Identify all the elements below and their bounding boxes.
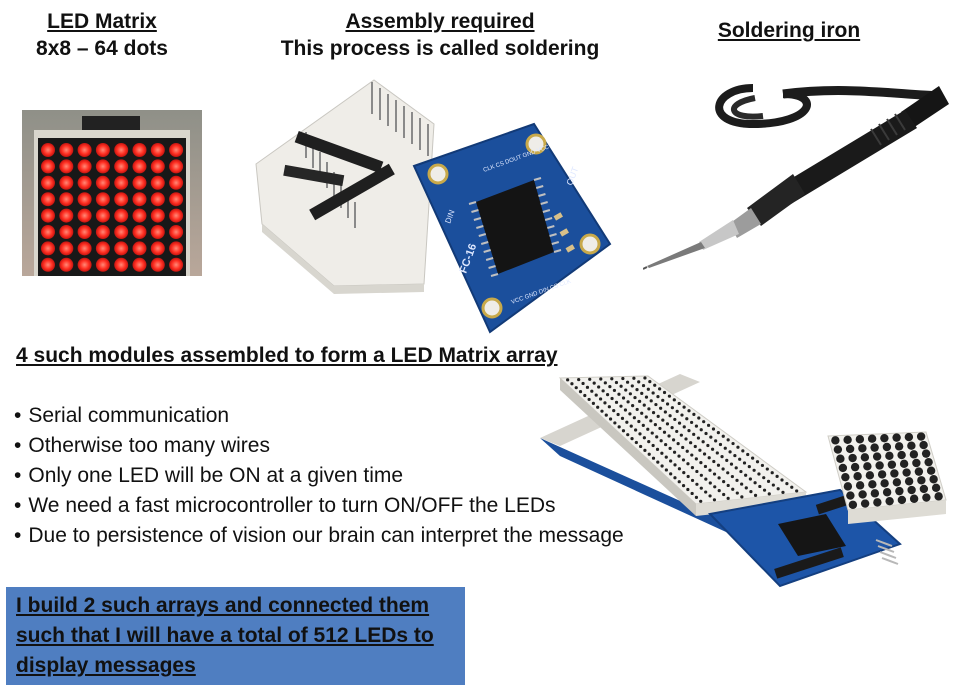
assembly-title: Assembly required — [345, 10, 535, 33]
led-matrix-title-block: LED Matrix 8x8 – 64 dots — [16, 8, 188, 62]
bullet-serial-communication: Serial communication — [14, 401, 704, 431]
soldering-iron-photo — [643, 84, 953, 274]
module-array-heading: 4 such modules assembled to form a LED M… — [16, 344, 558, 367]
led-matrix-photo — [22, 110, 202, 276]
bullet-one-led-on: Only one LED will be ON at a given time — [14, 461, 704, 491]
led-matrix-subtitle: 8x8 – 64 dots — [36, 37, 168, 60]
led-matrix-title: LED Matrix — [47, 10, 157, 33]
bullet-too-many-wires: Otherwise too many wires — [14, 431, 704, 461]
assembly-subtitle: This process is called soldering — [280, 37, 600, 60]
assembly-photo: FC-16 DIN OUT CLK CS DOUT GND VCC VCC GN… — [254, 74, 622, 336]
bullet-fast-microcontroller: We need a fast microcontroller to turn O… — [14, 491, 704, 521]
assembly-title-block: Assembly required This process is called… — [262, 8, 618, 62]
led-array-photo — [530, 374, 950, 600]
callout-line-3: display messages — [16, 654, 196, 677]
feature-bullet-list: Serial communication Otherwise too many … — [14, 401, 704, 551]
pcb-din-label: DIN — [443, 208, 456, 224]
soldering-iron-title: Soldering iron — [717, 19, 861, 42]
callout-line-1: I build 2 such arrays and connected them — [16, 594, 430, 617]
summary-callout: I build 2 such arrays and connected them… — [6, 587, 465, 685]
callout-line-2: such that I will have a total of 512 LED… — [16, 624, 434, 647]
bullet-persistence-of-vision: Due to persistence of vision our brain c… — [14, 521, 704, 551]
pcb-dout-label: OUT — [564, 165, 580, 187]
